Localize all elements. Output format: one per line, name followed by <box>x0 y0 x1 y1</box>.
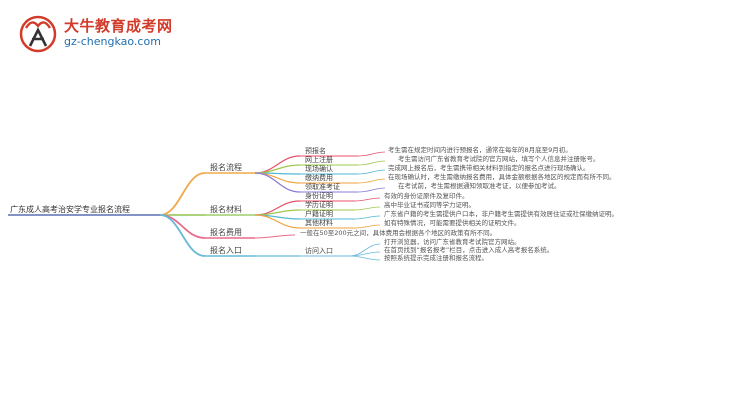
node-access-entry: 访问入口 <box>305 247 333 255</box>
node-pre-registration: 预报名 <box>305 147 326 155</box>
branch-registration-process: 报名流程 <box>210 163 242 172</box>
desc-onsite-confirm: 完成网上报名后，考生需携带相关材料到指定的报名点进行现场确认。 <box>388 164 590 172</box>
logo-url[interactable]: gz-chengkao.com <box>64 35 161 48</box>
desc-pre-registration: 考生需在规定时间内进行预报名，通常在每年的8月底至9月初。 <box>388 146 572 154</box>
desc-household-proof: 广东省户籍的考生需提供户口本，非户籍考生需提供有效居住证或社保缴纳证明。 <box>384 210 618 218</box>
desc-other-materials: 如有特殊情况，可能需要提供相关的证明文件。 <box>384 219 521 227</box>
node-onsite-confirm: 现场确认 <box>305 165 333 173</box>
branch-registration-materials: 报名材料 <box>210 205 242 214</box>
branch-registration-fee: 报名费用 <box>210 228 242 237</box>
desc-admission-ticket: 在考试前，考生需根据通知领取准考证，以便参加考试。 <box>398 182 561 190</box>
node-online-signup: 网上注册 <box>305 156 333 164</box>
mindmap-root: 广东成人高考治安学专业报名流程 <box>10 205 130 214</box>
node-admission-ticket: 领取准考证 <box>305 183 340 191</box>
logo-title: 大牛教育成考网 <box>64 17 173 35</box>
desc-id-proof: 有效的身份证原件及复印件。 <box>384 192 469 200</box>
desc-fee-range: 一般在50至200元之间，具体费用会根据各个地区的政策有所不同。 <box>300 229 497 237</box>
node-household-proof: 户籍证明 <box>305 210 333 218</box>
desc-education-proof: 高中毕业证书或同等学力证明。 <box>384 201 475 209</box>
branch-registration-entry: 报名入口 <box>210 246 242 255</box>
node-other-materials: 其他材料 <box>305 219 333 227</box>
desc-pay-fee: 在现场确认时，考生需缴纳报名费用，具体金额根据各地区的规定而有所不同。 <box>388 173 616 181</box>
node-education-proof: 学历证明 <box>305 201 333 209</box>
desc-open-browser: 打开浏览器，访问广东省教育考试院官方网站。 <box>384 238 521 246</box>
node-pay-fee: 缴纳费用 <box>305 174 333 182</box>
desc-follow-prompt: 按照系统提示完成注册和报名流程。 <box>384 254 488 262</box>
site-logo[interactable]: 大牛教育成考网 gz-chengkao.com <box>18 12 188 56</box>
node-id-proof: 身份证明 <box>305 192 333 200</box>
desc-online-signup: 考生需访问广东省教育考试院的官方网站，填写个人信息并注册账号。 <box>398 155 600 163</box>
logo-mark-icon <box>19 15 57 53</box>
desc-find-column: 在首页找到“报名报考”栏目，点击进入成人高考报名系统。 <box>384 246 554 254</box>
